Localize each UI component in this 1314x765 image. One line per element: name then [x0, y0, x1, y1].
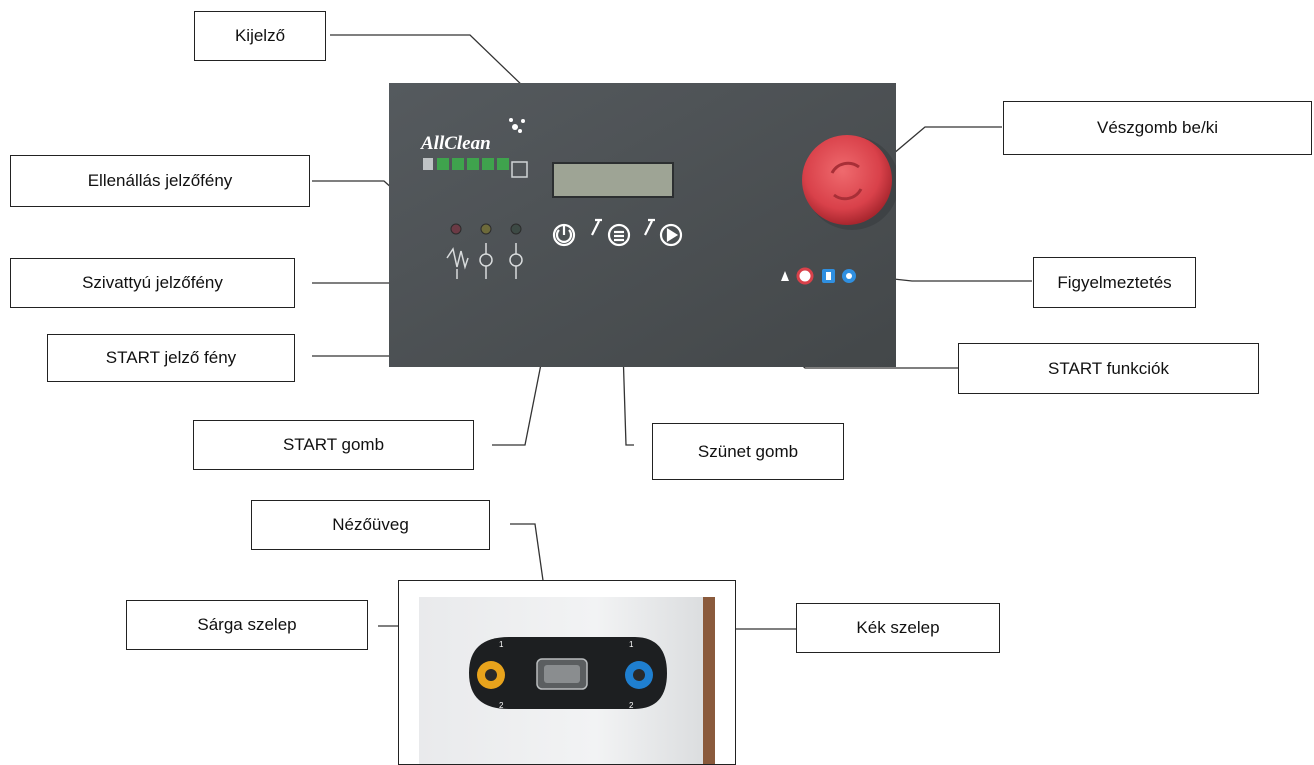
resistor-icon: [446, 247, 469, 270]
control-panel: AllClean: [389, 83, 899, 367]
warning-icons: [781, 267, 856, 285]
callout-pump-light: Szivattyú jelzőfény: [10, 258, 295, 308]
start-power-icon: [552, 223, 576, 247]
callout-start-light: START jelző fény: [47, 334, 295, 382]
indicator-lights: [450, 223, 522, 235]
control-panel-graphic: AllClean: [389, 83, 899, 367]
resistance-light-icon: [450, 223, 462, 235]
svg-text:2: 2: [499, 701, 504, 710]
callout-warning: Figyelmeztetés: [1033, 257, 1196, 308]
lcd-display: [552, 162, 674, 198]
callout-blue-valve: Kék szelep: [796, 603, 1000, 653]
svg-text:1: 1: [499, 640, 504, 649]
callout-sight-glass: Nézőüveg: [251, 500, 490, 550]
start-function-icon: [644, 218, 683, 247]
brand-logo: AllClean: [420, 133, 491, 154]
logo-splash-icon: [509, 118, 525, 133]
callout-yellow-valve: Sárga szelep: [126, 600, 368, 650]
callout-start-functions: START funkciók: [958, 343, 1259, 394]
valve-photo-graphic: 1 2 1 2: [419, 597, 715, 764]
indicator-symbols: [446, 243, 523, 279]
callout-display: Kijelző: [194, 11, 326, 61]
level-indicator: [423, 158, 528, 178]
prohibited-icon: [796, 267, 814, 285]
callout-resistance-light: Ellenállás jelzőfény: [10, 155, 310, 207]
line-emergency: [879, 126, 1002, 166]
emergency-stop-button: [802, 135, 899, 230]
callout-pause-button: Szünet gomb: [652, 423, 844, 480]
svg-text:2: 2: [629, 701, 634, 710]
start-light-icon: [510, 223, 522, 235]
svg-text:1: 1: [629, 640, 634, 649]
pause-icon: [591, 218, 631, 247]
warning-triangle-icon: [781, 271, 789, 281]
callout-emergency-button: Vészgomb be/ki: [1003, 101, 1312, 155]
callout-start-button: START gomb: [193, 420, 474, 470]
valve-photo-frame: 1 2 1 2: [398, 580, 736, 765]
pump-light-icon: [480, 223, 492, 235]
